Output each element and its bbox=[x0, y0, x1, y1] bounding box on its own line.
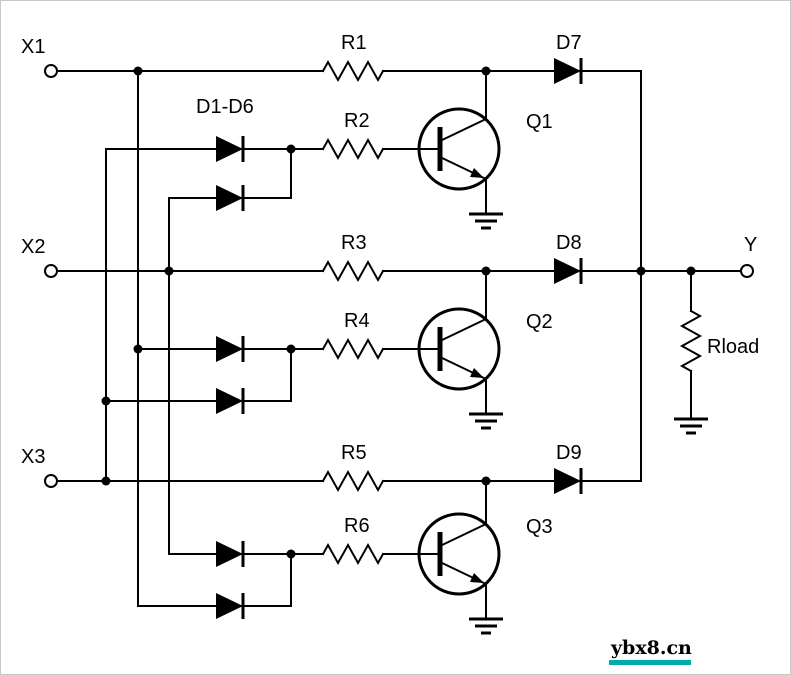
junction-dot bbox=[133, 344, 143, 354]
transistor-q3 bbox=[417, 512, 501, 596]
resistor-r3 bbox=[321, 259, 385, 283]
ground-q3 bbox=[469, 617, 503, 635]
label-rload: Rload bbox=[707, 336, 759, 358]
label-r6: R6 bbox=[344, 515, 370, 537]
junction-dot bbox=[636, 266, 646, 276]
label-q2: Q2 bbox=[526, 311, 553, 333]
label-r3: R3 bbox=[341, 232, 367, 254]
label-y: Y bbox=[744, 234, 757, 256]
ground-q2 bbox=[469, 412, 503, 430]
resistor-r1 bbox=[321, 59, 385, 83]
label-r2: R2 bbox=[344, 110, 370, 132]
watermark: ybx8.cn bbox=[609, 637, 692, 665]
junction-dot bbox=[101, 396, 111, 406]
label-r4: R4 bbox=[344, 310, 370, 332]
junction-dot bbox=[481, 476, 491, 486]
diode-d2 bbox=[216, 185, 245, 211]
label-q3: Q3 bbox=[526, 516, 553, 538]
resistor-r4 bbox=[321, 337, 385, 361]
watermark-underline bbox=[609, 660, 691, 665]
terminal-x3 bbox=[44, 474, 58, 488]
grounds bbox=[469, 212, 708, 635]
terminal-y bbox=[740, 264, 754, 278]
diode-d6 bbox=[216, 593, 245, 619]
junction-dot bbox=[101, 476, 111, 486]
diode-d7 bbox=[554, 58, 583, 84]
transistor-q2 bbox=[417, 307, 501, 391]
label-r1: R1 bbox=[341, 32, 367, 54]
resistor-r5 bbox=[321, 469, 385, 493]
emitter-arrow bbox=[470, 573, 484, 583]
diodes bbox=[216, 58, 583, 619]
terminal-x2 bbox=[44, 264, 58, 278]
labels: X1 X2 X3 Y R1 R2 R3 R4 R5 R6 Rload D1-D6… bbox=[21, 32, 759, 538]
resistor-rload bbox=[679, 309, 703, 373]
resistor-r6 bbox=[321, 542, 385, 566]
junction-dot bbox=[133, 66, 143, 76]
label-x2: X2 bbox=[21, 236, 45, 258]
emitter-arrow bbox=[470, 168, 484, 178]
diode-d9 bbox=[554, 468, 583, 494]
diode-d1 bbox=[216, 136, 245, 162]
diode-d8 bbox=[554, 258, 583, 284]
junction-dot bbox=[286, 549, 296, 559]
junction-dot bbox=[481, 66, 491, 76]
diode-d4 bbox=[216, 388, 245, 414]
label-x1: X1 bbox=[21, 36, 45, 58]
junction-dot bbox=[481, 266, 491, 276]
diode-d3 bbox=[216, 336, 245, 362]
emitter-arrow bbox=[470, 368, 484, 378]
diode-d5 bbox=[216, 541, 245, 567]
label-d9: D9 bbox=[556, 442, 582, 464]
ground-rload bbox=[674, 417, 708, 435]
resistor-r2 bbox=[321, 137, 385, 161]
junction-dot bbox=[286, 344, 296, 354]
junction-dot bbox=[164, 266, 174, 276]
transistors bbox=[417, 107, 501, 596]
label-x3: X3 bbox=[21, 446, 45, 468]
junction-dot bbox=[286, 144, 296, 154]
label-d7: D7 bbox=[556, 32, 582, 54]
label-q1: Q1 bbox=[526, 111, 553, 133]
junction-dot bbox=[686, 266, 696, 276]
label-d8: D8 bbox=[556, 232, 582, 254]
terminals bbox=[44, 64, 754, 488]
resistors bbox=[321, 59, 703, 566]
transistor-q1 bbox=[417, 107, 501, 191]
watermark-text: ybx8.cn bbox=[610, 637, 692, 659]
label-d-group: D1-D6 bbox=[196, 96, 254, 118]
junction-dots bbox=[101, 66, 696, 559]
wires bbox=[56, 70, 742, 620]
label-r5: R5 bbox=[341, 442, 367, 464]
ground-q1 bbox=[469, 212, 503, 230]
terminal-x1 bbox=[44, 64, 58, 78]
